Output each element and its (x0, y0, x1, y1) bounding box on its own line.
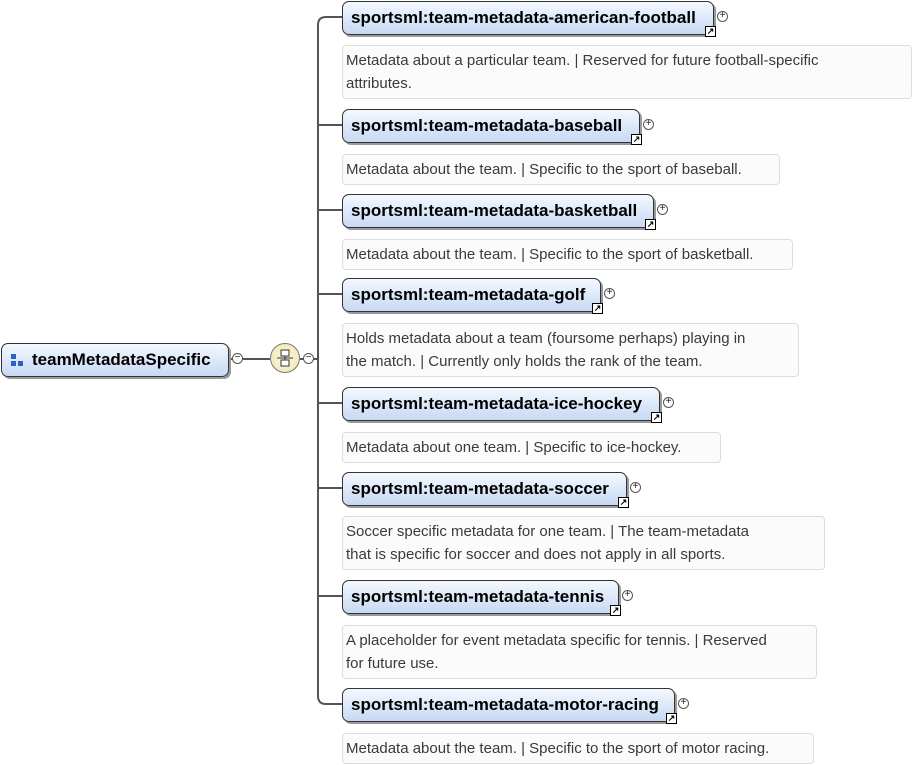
expand-button[interactable]: + (663, 397, 674, 408)
collapse-button[interactable]: − (232, 353, 243, 364)
child-element-basketball[interactable]: sportsml:team-metadata-basketball ↗ (342, 194, 656, 230)
root-element-label: teamMetadataSpecific (32, 350, 211, 369)
child-element-label: sportsml:team-metadata-tennis (351, 587, 605, 606)
doc-line: Soccer specific metadata for one team. |… (346, 523, 749, 540)
child-element-soccer[interactable]: sportsml:team-metadata-soccer ↗ (342, 472, 629, 508)
choice-compositor-icon (277, 349, 293, 367)
child-element-label: sportsml:team-metadata-motor-racing (351, 695, 659, 714)
doc-line: Metadata about the team. | Specific to t… (346, 740, 770, 757)
documentation-box: Holds metadata about a team (foursome pe… (342, 323, 799, 377)
child-element-label: sportsml:team-metadata-american-football (351, 8, 696, 27)
doc-line: Metadata about a particular team. | Rese… (346, 52, 819, 69)
reference-arrow-icon: ↗ (705, 26, 716, 37)
child-element-label: sportsml:team-metadata-baseball (351, 116, 623, 135)
expand-button[interactable]: + (622, 590, 633, 601)
child-element-golf[interactable]: sportsml:team-metadata-golf ↗ (342, 278, 603, 314)
child-element-label: sportsml:team-metadata-golf (351, 285, 586, 304)
documentation-box: Metadata about the team. | Specific to t… (342, 239, 793, 270)
doc-line: Metadata about the team. | Specific to t… (346, 161, 742, 178)
doc-line: A placeholder for event metadata specifi… (346, 632, 767, 649)
documentation-box: Metadata about one team. | Specific to i… (342, 432, 721, 463)
doc-line: Metadata about the team. | Specific to t… (346, 246, 754, 263)
documentation-box: Soccer specific metadata for one team. |… (342, 516, 825, 570)
element-icon (11, 354, 23, 366)
doc-line: for future use. (346, 655, 439, 672)
child-element-label: sportsml:team-metadata-basketball (351, 201, 638, 220)
expand-button[interactable]: + (604, 288, 615, 299)
child-element-tennis[interactable]: sportsml:team-metadata-tennis ↗ (342, 580, 621, 616)
doc-line: the match. | Currently only holds the ra… (346, 353, 703, 370)
collapse-button[interactable]: − (303, 353, 314, 364)
reference-arrow-icon: ↗ (631, 134, 642, 145)
child-element-ice-hockey[interactable]: sportsml:team-metadata-ice-hockey ↗ (342, 387, 662, 423)
child-element-baseball[interactable]: sportsml:team-metadata-baseball ↗ (342, 109, 642, 145)
doc-line: Metadata about one team. | Specific to i… (346, 439, 682, 456)
child-element-american-football[interactable]: sportsml:team-metadata-american-football… (342, 1, 716, 37)
documentation-box: A placeholder for event metadata specifi… (342, 625, 817, 679)
reference-arrow-icon: ↗ (618, 497, 629, 508)
reference-arrow-icon: ↗ (592, 303, 603, 314)
expand-button[interactable]: + (643, 119, 654, 130)
child-element-label: sportsml:team-metadata-ice-hockey (351, 394, 642, 413)
reference-arrow-icon: ↗ (666, 713, 677, 724)
documentation-box: Metadata about the team. | Specific to t… (342, 733, 814, 764)
child-element-motor-racing[interactable]: sportsml:team-metadata-motor-racing ↗ (342, 688, 677, 724)
doc-line: attributes. (346, 75, 412, 92)
expand-button[interactable]: + (717, 11, 728, 22)
expand-button[interactable]: + (678, 698, 689, 709)
reference-arrow-icon: ↗ (610, 605, 621, 616)
doc-line: Holds metadata about a team (foursome pe… (346, 330, 746, 347)
expand-button[interactable]: + (630, 482, 641, 493)
reference-arrow-icon: ↗ (651, 412, 662, 423)
documentation-box: Metadata about the team. | Specific to t… (342, 154, 780, 185)
doc-line: that is specific for soccer and does not… (346, 546, 726, 563)
expand-button[interactable]: + (657, 204, 668, 215)
choice-compositor[interactable] (270, 343, 300, 373)
root-element-node[interactable]: teamMetadataSpecific (1, 343, 229, 377)
child-element-label: sportsml:team-metadata-soccer (351, 479, 609, 498)
reference-arrow-icon: ↗ (645, 219, 656, 230)
choice-trunk-line (317, 16, 342, 705)
documentation-box: Metadata about a particular team. | Rese… (342, 45, 912, 99)
